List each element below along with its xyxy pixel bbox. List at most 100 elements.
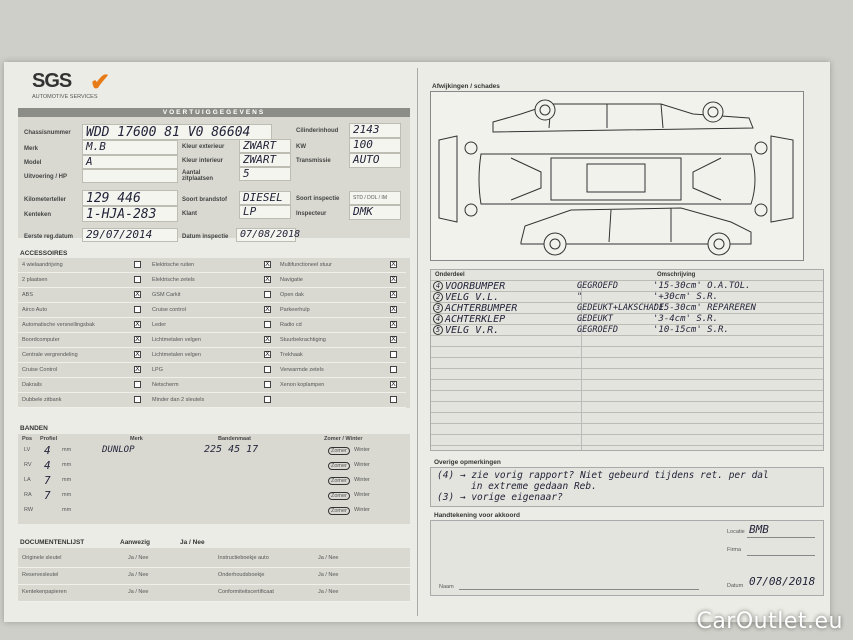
accessoire-checkbox[interactable]: X (134, 321, 141, 328)
accessoire-checkbox[interactable]: X (264, 261, 271, 268)
banden-unit: mm (62, 447, 72, 453)
handtekening-title: Handtekening voor akkoord (434, 512, 520, 519)
logo-brand: SGS (32, 70, 72, 92)
accessoire-checkbox[interactable] (264, 321, 271, 328)
damage-ruled-line (431, 313, 823, 314)
label-inspecteur: Inspecteur (296, 211, 327, 217)
document-right-val[interactable]: Ja / Nee (318, 589, 339, 595)
accessoire-label: Dakrails (22, 382, 42, 388)
accessoire-checkbox[interactable] (134, 306, 141, 313)
accessoire-checkbox[interactable] (264, 366, 271, 373)
damage-desc: '3-4cm' S.R. (653, 314, 719, 324)
car-diagram-box (430, 91, 804, 261)
inspection-sheet: SGS ✔ AUTOMOTIVE SERVICES VOERTUIGGEGEVE… (4, 62, 830, 622)
document-right-val[interactable]: Ja / Nee (318, 555, 339, 561)
accessoire-label: GSM Carkit (152, 292, 181, 298)
accessoire-label: Cruise control (152, 307, 186, 313)
accessoire-label: LPG (152, 367, 164, 373)
accessoire-label: Trekhaak (280, 352, 303, 358)
accessoire-checkbox[interactable]: X (134, 366, 141, 373)
damage-state: GEDEUKT+LAKSCHADE (577, 303, 664, 313)
value-soort-inspectie: STD / DOL / IM (349, 191, 401, 205)
accessoire-checkbox[interactable] (134, 396, 141, 403)
damage-part: ACHTERBUMPER (445, 303, 518, 314)
damage-desc: '15-30cm' O.A.TOL. (653, 281, 751, 291)
documenten-table: Originele sleutel Ja / Nee Instructieboekj… (18, 548, 410, 602)
accessoire-checkbox[interactable] (390, 351, 397, 358)
naam-label: Naam (439, 584, 454, 590)
banden-profiel: 7 (44, 474, 51, 487)
accessoire-checkbox[interactable]: X (390, 381, 397, 388)
banden-profiel: 4 (44, 459, 51, 472)
accessoire-checkbox[interactable]: X (390, 336, 397, 343)
accessoire-checkbox[interactable]: X (134, 291, 141, 298)
accessoire-label: Lichtmetalen velgen (152, 352, 201, 358)
label-kleur-exterieur: Kleur exterieur (182, 144, 225, 150)
accessoire-label: Parkeerhulp (280, 307, 310, 313)
accessoire-checkbox[interactable] (264, 291, 271, 298)
accessoire-checkbox[interactable]: X (390, 261, 397, 268)
accessoire-checkbox[interactable]: X (390, 306, 397, 313)
label-soort-brandstof: Soort brandstof (182, 197, 227, 203)
value-inspecteur: DMK (349, 205, 401, 220)
accessoire-checkbox[interactable]: X (134, 336, 141, 343)
damage-ruled-line (431, 335, 823, 336)
accessoire-checkbox[interactable]: X (264, 276, 271, 283)
opmerkingen-box: (4) → zie vorig rapport? Niet gebeurd ti… (430, 467, 824, 507)
accessoire-label: Elektrische zetels (152, 277, 195, 283)
damage-state: GEGROEFD (577, 325, 618, 335)
documenten-title: DOCUMENTENLIJST (20, 539, 85, 546)
document-left-val[interactable]: Ja / Nee (128, 572, 149, 578)
document-left: Originele sleutel (22, 555, 62, 561)
value-cilinderinhoud: 2143 (349, 123, 401, 138)
document-left-val[interactable]: Ja / Nee (128, 555, 149, 561)
accessoire-checkbox[interactable]: X (264, 351, 271, 358)
accessoire-checkbox[interactable] (264, 396, 271, 403)
accessoire-checkbox[interactable]: X (390, 321, 397, 328)
check-mark-icon: ✔ (90, 69, 111, 96)
label-kleur-interieur: Kleur interieur (182, 158, 224, 164)
banden-header-maat: Bandenmaat (218, 436, 252, 442)
document-right: Instructieboekje auto (218, 555, 269, 561)
value-uitvoering (82, 169, 178, 183)
accessoire-checkbox[interactable] (134, 381, 141, 388)
label-klant: Klant (182, 211, 197, 217)
accessoire-label: Automatische versnellingsbak (22, 322, 95, 328)
accessoire-checkbox[interactable] (134, 261, 141, 268)
accessoire-checkbox[interactable]: X (264, 306, 271, 313)
damage-ruled-line (431, 434, 823, 435)
label-kenteken: Kenteken (24, 212, 52, 218)
accessoire-checkbox[interactable]: X (390, 276, 397, 283)
damage-n: 4 (433, 281, 443, 291)
label-aantal-zitplaatsen: Aantal zitplaatsen (182, 170, 214, 182)
banden-season-zomer: Zomer (328, 447, 350, 455)
value-eerste-reg-datum: 29/07/2014 (82, 228, 178, 242)
document-right-val[interactable]: Ja / Nee (318, 572, 339, 578)
banden-unit: mm (62, 477, 72, 483)
accessoire-checkbox[interactable] (390, 396, 397, 403)
accessoire-label: 2 plaatsen (22, 277, 48, 283)
document-row: Originele sleutel Ja / Nee Instructieboekj… (18, 550, 410, 568)
banden-title: BANDEN (20, 425, 48, 432)
accessoire-checkbox[interactable] (264, 381, 271, 388)
damage-ruled-line (431, 401, 823, 402)
accessoire-checkbox[interactable]: X (264, 336, 271, 343)
document-left-val[interactable]: Ja / Nee (128, 589, 149, 595)
datum-label: Datum (727, 583, 744, 589)
accessoire-checkbox[interactable]: X (390, 291, 397, 298)
document-right: Conformiteitscertificaat (218, 589, 274, 595)
value-kw: 100 (349, 138, 401, 153)
accessoire-checkbox[interactable] (134, 276, 141, 283)
accessoire-label: Lichtmetalen velgen (152, 337, 201, 343)
accessoire-checkbox[interactable] (390, 366, 397, 373)
accessoire-label: Boordcomputer (22, 337, 60, 343)
banden-season-winter: Winter (354, 462, 370, 468)
value-transmissie: AUTO (349, 153, 401, 168)
accessoire-checkbox[interactable]: X (134, 351, 141, 358)
